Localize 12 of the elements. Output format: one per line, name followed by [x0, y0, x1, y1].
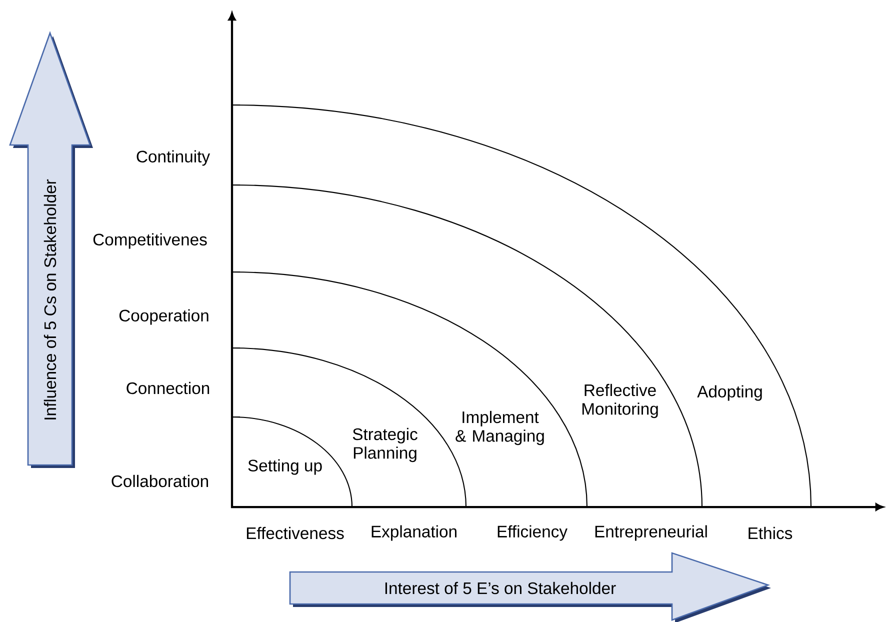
axis-label: Competitivenes: [93, 233, 207, 249]
axis-label: Connection: [126, 382, 210, 394]
phase-label: Setting up: [248, 459, 322, 475]
axis-label: Ethics: [748, 526, 792, 540]
axis-label: Effectiveness: [246, 526, 344, 540]
phase-label: Adopting: [697, 385, 762, 401]
phase-label: Reflective Monitoring: [582, 384, 658, 418]
axis-label: Collaboration: [112, 474, 208, 488]
phase-label: Strategic Planning: [352, 428, 418, 462]
phase-label: Implement & Managing: [456, 410, 544, 446]
axis-label: Cooperation: [119, 309, 208, 325]
axis-label: Continuity: [136, 150, 210, 166]
